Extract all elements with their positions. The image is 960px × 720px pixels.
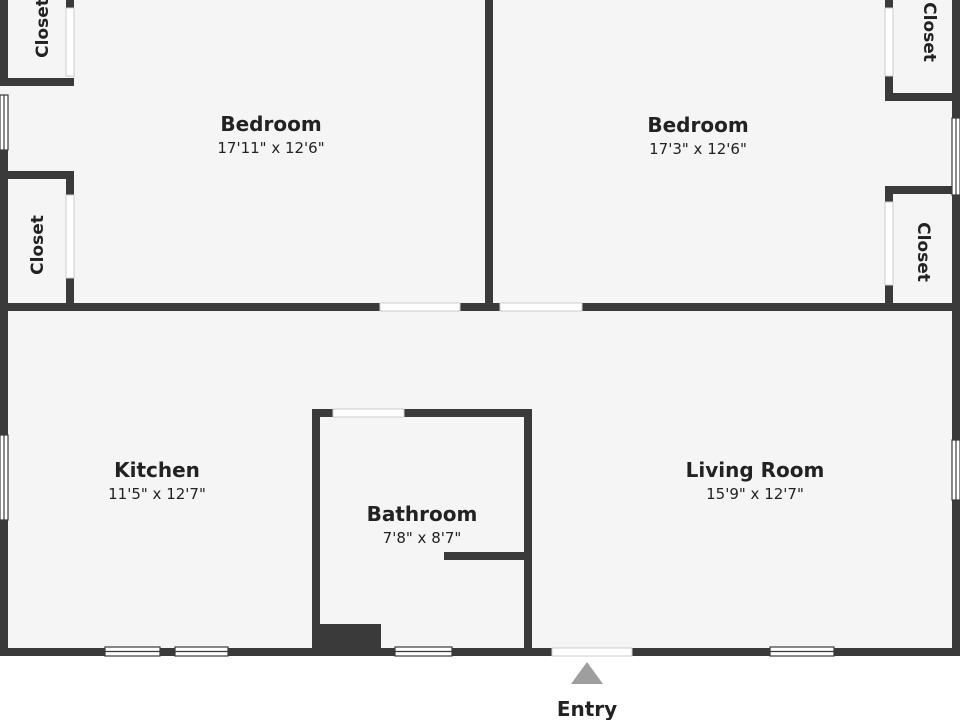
door-opening-right-bedroom: [499, 302, 583, 312]
bedroom-left-name: Bedroom: [220, 112, 321, 136]
bedroom-right-dims: 17'3" x 12'6": [649, 140, 747, 158]
walls: [0, 0, 960, 656]
door-opening-entry: [551, 647, 633, 657]
window-bottom-kitchen-2: [174, 646, 229, 657]
door-opening-left-bedroom: [379, 302, 461, 312]
living-room-dims: 15'9" x 12'7": [706, 485, 804, 503]
window-left-kitchen: [0, 434, 9, 521]
window-left-top: [0, 94, 9, 151]
window-bottom-kitchen-1: [104, 646, 161, 657]
bedroom-right-name: Bedroom: [647, 113, 748, 137]
closet-door-top-right: [884, 7, 894, 77]
bathroom-dims: 7'8" x 8'7": [383, 529, 462, 547]
kitchen-dims: 11'5" x 12'7": [108, 485, 206, 503]
living-room-name: Living Room: [686, 458, 825, 482]
closet-top-right-label: Closet: [919, 2, 939, 62]
bathroom-fixture: [317, 624, 381, 652]
windows: [0, 94, 960, 657]
closet-top-left-label: Closet: [33, 0, 53, 58]
entry-arrow-icon: [571, 662, 603, 684]
openings: [65, 7, 894, 657]
closet-mid-right-label: Closet: [913, 222, 933, 282]
bedroom-left-dims: 17'11" x 12'6": [217, 139, 324, 157]
floor-area: [0, 0, 960, 656]
door-opening-bathroom: [332, 408, 405, 418]
closet-door-mid-left: [65, 194, 75, 279]
closet-door-top-left: [65, 7, 75, 77]
window-bottom-living: [769, 646, 835, 657]
kitchen-name: Kitchen: [114, 458, 200, 482]
window-right-living: [951, 439, 960, 501]
bathroom-name: Bathroom: [367, 502, 478, 526]
closet-door-mid-right: [884, 201, 894, 286]
closet-mid-left-label: Closet: [28, 215, 48, 275]
entry-label: Entry: [557, 697, 617, 720]
window-bottom-bathroom: [394, 646, 453, 657]
window-right-top: [951, 117, 960, 196]
